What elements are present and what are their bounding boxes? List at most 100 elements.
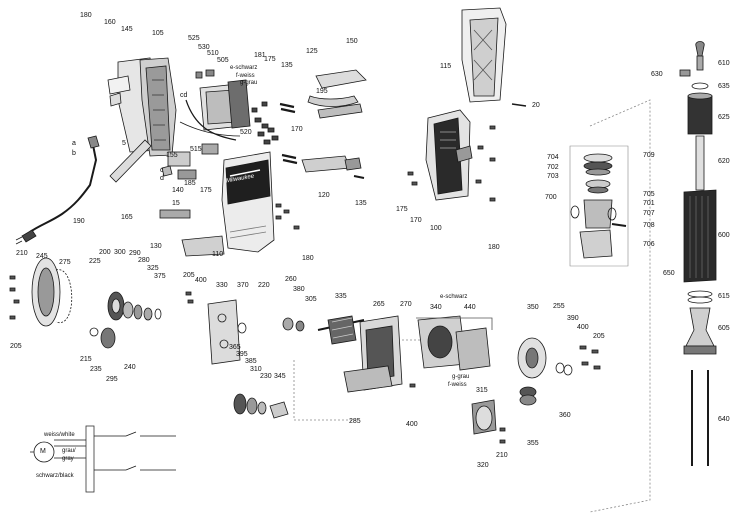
label-650: 650 xyxy=(663,270,675,277)
motor-frame xyxy=(343,315,403,393)
label-605: 605 xyxy=(718,325,730,332)
label-620: 620 xyxy=(718,158,730,165)
label-360: 360 xyxy=(559,412,571,419)
label-285: 285 xyxy=(349,418,361,425)
label-grau: grau/ xyxy=(62,448,76,454)
label-330: 330 xyxy=(216,282,228,289)
label-400b: 400 xyxy=(406,421,418,428)
label-310: 310 xyxy=(250,366,262,373)
label-320: 320 xyxy=(477,462,489,469)
label-150: 150 xyxy=(346,38,358,45)
motor-symbol: M xyxy=(40,448,46,455)
label-200: 200 xyxy=(99,249,111,256)
label-135a: 135 xyxy=(281,62,293,69)
label-365: 365 xyxy=(229,344,241,351)
label-110: 110 xyxy=(212,251,224,258)
label-290: 290 xyxy=(129,250,141,257)
label-125: 125 xyxy=(306,48,318,55)
label-f-weiss-mid: f-weiss xyxy=(448,382,467,388)
label-345: 345 xyxy=(274,373,286,380)
label-275: 275 xyxy=(59,259,71,266)
screws-180 xyxy=(275,203,300,230)
label-505: 505 xyxy=(217,57,229,64)
main-housing xyxy=(221,151,275,253)
pins xyxy=(279,102,298,165)
label-215: 215 xyxy=(80,356,92,363)
label-245: 245 xyxy=(36,253,48,260)
label-weiss-white: weiss/white xyxy=(44,432,75,438)
label-181: 181 xyxy=(254,52,266,59)
label-260: 260 xyxy=(285,276,297,283)
label-340: 340 xyxy=(430,304,442,311)
label-709: 709 xyxy=(643,152,655,159)
label-190: 190 xyxy=(73,218,85,225)
label-520: 520 xyxy=(240,129,252,136)
label-130: 130 xyxy=(150,243,162,250)
label-300: 300 xyxy=(114,249,126,256)
label-d: d xyxy=(160,175,164,182)
label-5: 5 xyxy=(122,140,126,147)
label-185: 185 xyxy=(184,180,196,187)
rear-handle-halves xyxy=(107,57,177,157)
label-180: 180 xyxy=(80,12,92,19)
label-235: 235 xyxy=(90,366,102,373)
label-240: 240 xyxy=(124,364,136,371)
label-380: 380 xyxy=(293,286,305,293)
label-schwarz-black: schwarz/black xyxy=(36,473,74,479)
label-220: 220 xyxy=(258,282,270,289)
label-701: 701 xyxy=(643,200,655,207)
label-390: 390 xyxy=(567,315,579,322)
label-f-weiss-top: f-weiss xyxy=(236,73,255,79)
label-160: 160 xyxy=(104,19,116,26)
label-270: 270 xyxy=(400,301,412,308)
small-plate xyxy=(159,209,191,219)
label-gray: gray xyxy=(62,456,74,462)
label-315: 315 xyxy=(476,387,488,394)
gear-housing-cover xyxy=(461,7,507,103)
label-350: 350 xyxy=(527,304,539,311)
label-515: 515 xyxy=(190,146,202,153)
bearing-stack-left xyxy=(89,291,162,349)
label-640: 640 xyxy=(718,416,730,423)
label-210a: 210 xyxy=(16,250,28,257)
electronic-module xyxy=(179,69,251,155)
gear-assembly-700 xyxy=(569,145,629,267)
wiring-schematic xyxy=(30,425,176,493)
label-600: 600 xyxy=(718,232,730,239)
label-385: 385 xyxy=(245,358,257,365)
label-205b: 205 xyxy=(183,272,195,279)
label-400a: 400 xyxy=(195,277,207,284)
label-165: 165 xyxy=(121,214,133,221)
label-625: 625 xyxy=(718,114,730,121)
label-355: 355 xyxy=(527,440,539,447)
label-225: 225 xyxy=(89,258,101,265)
label-g-grau-top: g-grau xyxy=(240,80,258,86)
label-400c: 400 xyxy=(577,324,589,331)
label-440: 440 xyxy=(464,304,476,311)
armature xyxy=(282,315,365,345)
screws-180b xyxy=(407,125,496,202)
label-702: 702 xyxy=(547,164,559,171)
label-265: 265 xyxy=(373,301,385,308)
label-135b: 135 xyxy=(355,200,367,207)
label-180b: 180 xyxy=(302,255,314,262)
label-100: 100 xyxy=(430,225,442,232)
label-525: 525 xyxy=(188,35,200,42)
label-b: b xyxy=(72,150,76,157)
motor-housing xyxy=(425,109,473,201)
label-a: a xyxy=(72,140,76,147)
label-120: 120 xyxy=(318,192,330,199)
gear-cover-330 xyxy=(207,299,241,365)
label-375a: 375 xyxy=(154,273,166,280)
label-15: 15 xyxy=(172,200,180,207)
end-bell-350 xyxy=(517,337,573,406)
field-assembly xyxy=(416,315,493,371)
label-205c: 205 xyxy=(593,333,605,340)
label-115: 115 xyxy=(440,63,452,70)
label-155: 155 xyxy=(166,152,178,159)
flange-320 xyxy=(471,399,497,435)
bracket xyxy=(181,235,225,257)
label-e-schwarz-top: e-schwarz xyxy=(230,65,258,71)
label-370: 370 xyxy=(237,282,249,289)
